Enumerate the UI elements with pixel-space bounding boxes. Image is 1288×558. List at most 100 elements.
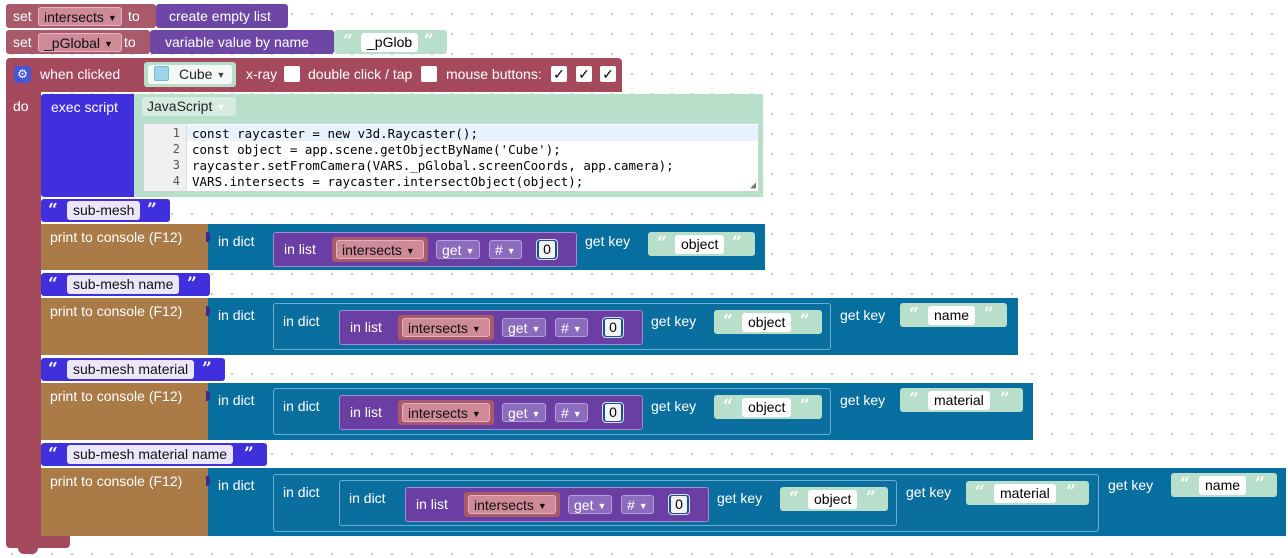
mouse-button-middle-checkbox[interactable]: ✓ [576, 66, 592, 82]
list-variable-block[interactable]: intersects▼ [398, 400, 494, 425]
object-selector-block[interactable]: Cube▼ [144, 62, 236, 87]
key-text-value[interactable]: material [928, 391, 990, 410]
list-variable-dropdown[interactable]: intersects▼ [336, 240, 424, 259]
key-text-block[interactable]: “ object ” [780, 487, 888, 511]
double-click-checkbox[interactable] [421, 66, 437, 82]
in-dict-block[interactable]: in dict in dict in dict in list intersec… [206, 468, 1286, 536]
get-key-label: get key [717, 490, 763, 506]
key-text-block[interactable]: “ name ” [900, 303, 1007, 327]
index-number-block[interactable]: 0 [536, 239, 558, 260]
list-variable-dropdown[interactable]: intersects▼ [402, 318, 490, 337]
index-value[interactable]: 0 [671, 496, 687, 513]
list-variable-dropdown[interactable]: intersects▼ [402, 403, 490, 422]
in-list-block[interactable]: in list intersects▼ get▼ #▼ 0 [405, 487, 709, 522]
xray-checkbox[interactable] [284, 66, 300, 82]
index-value[interactable]: 0 [605, 319, 621, 336]
code-line[interactable]: raycaster.setFromCamera(VARS._pGlobal.sc… [192, 158, 674, 173]
key-text-value[interactable]: object [742, 398, 792, 417]
code-line[interactable]: const raycaster = new v3d.Raycaster(); [192, 126, 478, 141]
in-dict-block[interactable]: in dict in dict in list intersects▼ get▼… [206, 298, 1018, 355]
open-quote-icon: “ [909, 389, 919, 409]
key-text-block[interactable]: “ material ” [966, 481, 1089, 505]
chevron-down-icon: ▼ [405, 246, 415, 256]
open-quote-icon: “ [789, 488, 799, 508]
code-editor[interactable]: 1 2 3 4 const raycaster = new v3d.Raycas… [143, 123, 759, 192]
key-text-value[interactable]: material [994, 484, 1056, 503]
key-text-block[interactable]: “ object ” [714, 395, 822, 419]
in-dict-block[interactable]: in dict in dict in list intersects▼ get▼… [206, 383, 1033, 440]
variable-dropdown-pglobal[interactable]: _pGlobal▼ [38, 33, 122, 52]
key-text-block[interactable]: “ object ” [714, 310, 822, 334]
object-dropdown-cube[interactable]: Cube▼ [148, 65, 232, 84]
index-number-block[interactable]: 0 [668, 494, 690, 515]
text-value-pglob[interactable]: _pGlob [361, 33, 419, 52]
get-dropdown[interactable]: get▼ [502, 318, 546, 337]
comment-block-sub-mesh[interactable]: “ sub-mesh ” [41, 199, 170, 222]
set-pglobal-block[interactable]: set _pGlobal▼ to [6, 30, 150, 54]
in-dict-block-nested[interactable]: in dict in list intersects▼ get▼ #▼ 0 ge… [273, 388, 831, 435]
close-quote-icon: ” [984, 304, 994, 324]
comment-block-sub-mesh-name[interactable]: “ sub-mesh name ” [41, 273, 210, 296]
key-text-value[interactable]: object [742, 313, 792, 332]
get-dropdown[interactable]: get▼ [502, 403, 546, 422]
index-value[interactable]: 0 [539, 241, 555, 258]
index-mode-dropdown[interactable]: #▼ [555, 318, 588, 337]
list-variable-dropdown[interactable]: intersects▼ [468, 495, 556, 514]
variable-value-by-name-label: variable value by name [165, 34, 309, 50]
when-clicked-block[interactable]: ⚙ when clicked Cube▼ x-ray double click … [6, 58, 622, 92]
resize-handle-icon[interactable]: ◢ [749, 180, 756, 191]
index-value[interactable]: 0 [605, 404, 621, 421]
print-to-console-block[interactable]: print to console (F12) [41, 298, 208, 355]
list-variable-block[interactable]: intersects▼ [464, 492, 560, 517]
in-list-block[interactable]: in list intersects▼ get▼ #▼ 0 [273, 232, 577, 267]
mouse-button-right-checkbox[interactable]: ✓ [600, 66, 616, 82]
event-bottom-notch [18, 548, 38, 554]
in-dict-block-nested[interactable]: in dict in list intersects▼ get▼ #▼ 0 ge… [273, 303, 831, 350]
index-number-block[interactable]: 0 [602, 402, 624, 423]
list-variable-block[interactable]: intersects▼ [332, 237, 428, 262]
index-mode-dropdown[interactable]: #▼ [489, 240, 522, 259]
variable-value-by-name-block[interactable]: variable value by name [150, 30, 334, 54]
print-to-console-block[interactable]: print to console (F12) [41, 224, 208, 270]
key-text-block[interactable]: “ object ” [648, 232, 755, 256]
mouse-button-left-checkbox[interactable]: ✓ [551, 66, 567, 82]
key-text-value[interactable]: object [675, 235, 725, 254]
close-quote-icon: ” [1066, 482, 1076, 502]
key-text-block[interactable]: “ material ” [900, 388, 1023, 412]
print-to-console-block[interactable]: print to console (F12) [41, 468, 208, 536]
comment-block-sub-mesh-material-name[interactable]: “ sub-mesh material name ” [41, 443, 267, 466]
comment-text[interactable]: sub-mesh [67, 201, 141, 220]
comment-text[interactable]: sub-mesh name [67, 275, 180, 294]
key-text-value[interactable]: name [928, 306, 976, 325]
print-to-console-block[interactable]: print to console (F12) [41, 383, 208, 440]
exec-script-block[interactable]: exec script [41, 94, 134, 197]
in-list-label: in list [284, 241, 316, 257]
key-text-value[interactable]: name [1199, 476, 1247, 495]
get-dropdown[interactable]: get▼ [436, 240, 480, 259]
in-list-block[interactable]: in list intersects▼ get▼ #▼ 0 [339, 395, 643, 430]
in-dict-block[interactable]: in dict in list intersects▼ get▼ #▼ 0 ge… [206, 224, 765, 270]
code-line[interactable]: const object = app.scene.getObjectByName… [192, 142, 561, 157]
create-empty-list-block[interactable]: create empty list [156, 4, 288, 28]
text-block-pglob[interactable]: “ _pGlob ” [334, 30, 447, 54]
close-quote-icon: ” [147, 200, 157, 220]
set-intersects-block[interactable]: set intersects▼ to [6, 4, 156, 28]
comment-block-sub-mesh-material[interactable]: “ sub-mesh material ” [41, 358, 225, 381]
in-dict-block-nested-inner[interactable]: in dict in list intersects▼ get▼ #▼ 0 ge… [339, 480, 897, 526]
comment-text[interactable]: sub-mesh material name [67, 445, 234, 464]
comment-text[interactable]: sub-mesh material [67, 360, 195, 379]
index-mode-dropdown[interactable]: #▼ [555, 403, 588, 422]
gear-icon[interactable]: ⚙ [14, 66, 31, 83]
in-dict-block-nested[interactable]: in dict in dict in list intersects▼ get▼… [273, 474, 1099, 532]
index-number-block[interactable]: 0 [602, 317, 624, 338]
line-number: 4 [172, 174, 180, 188]
index-mode-dropdown[interactable]: #▼ [621, 495, 654, 514]
key-text-block[interactable]: “ name ” [1171, 473, 1277, 497]
key-text-value[interactable]: object [808, 490, 858, 509]
language-dropdown[interactable]: JavaScript▼ [142, 97, 236, 116]
list-variable-block[interactable]: intersects▼ [398, 315, 494, 340]
in-list-block[interactable]: in list intersects▼ get▼ #▼ 0 [339, 310, 643, 345]
get-dropdown[interactable]: get▼ [568, 495, 612, 514]
code-line[interactable]: VARS.intersects = raycaster.intersectObj… [192, 174, 584, 189]
variable-dropdown-intersects[interactable]: intersects▼ [38, 7, 122, 26]
